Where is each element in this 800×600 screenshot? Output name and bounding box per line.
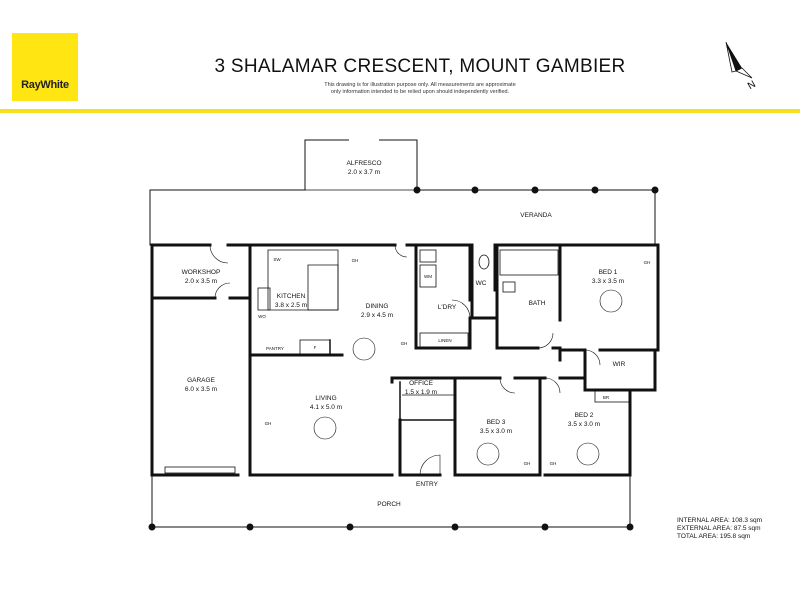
gas-heater-label: GH (550, 461, 557, 466)
gas-heater-label: GH (265, 421, 272, 426)
room-porch: PORCH (377, 501, 401, 508)
gas-heater-label: GH (524, 461, 531, 466)
room-kitchen: KITCHEN (277, 293, 306, 300)
room-bed2-dims: 3.5 x 3.0 m (568, 421, 600, 428)
room-workshop: WORKSHOP (182, 269, 221, 276)
room-bath: BATH (529, 300, 546, 307)
room-garage: GARAGE (187, 377, 215, 384)
fixture-fridge-label: F (314, 345, 317, 350)
internal-area: INTERNAL AREA: 108.3 sqm (677, 517, 763, 524)
room-living-dims: 4.1 x 5.0 m (310, 404, 342, 411)
fixture-wall-oven-label: WO (258, 314, 266, 319)
gas-heater-label: GH (401, 341, 408, 346)
room-bed1: BED 1 (599, 269, 618, 276)
room-workshop-dims: 2.0 x 3.5 m (185, 278, 217, 285)
room-garage-dims: 6.0 x 3.5 m (185, 386, 217, 393)
fixture-sink-label: SW (273, 257, 281, 262)
room-entry: ENTRY (416, 481, 439, 488)
external-area: EXTERNAL AREA: 87.5 sqm (677, 525, 761, 532)
logo-text: RayWhite (21, 79, 69, 91)
room-bed2: BED 2 (575, 412, 594, 419)
fixture-linen-label: LINEN (438, 338, 451, 343)
room-laundry: L'DRY (438, 304, 457, 311)
room-kitchen-dims: 3.8 x 2.5 m (275, 302, 307, 309)
room-bed3-dims: 3.5 x 3.0 m (480, 428, 512, 435)
gas-heater-label: GH (644, 260, 651, 265)
room-office-dims: 1.5 x 1.9 m (405, 389, 437, 396)
total-area: TOTAL AREA: 195.8 sqm (677, 533, 751, 540)
disclaimer-line-1: This drawing is for illustration purpose… (324, 82, 516, 88)
raywhite-logo: RayWhite (12, 33, 78, 101)
north-label: N (746, 79, 758, 92)
room-wc: WC (476, 280, 487, 287)
room-pantry: PANTRY (266, 346, 284, 351)
room-veranda: VERANDA (520, 212, 552, 219)
room-living: LIVING (315, 395, 336, 402)
room-wir: WIR (613, 361, 626, 368)
room-bed1-dims: 3.3 x 3.5 m (592, 278, 624, 285)
fixture-robe-label: BR (603, 395, 610, 400)
disclaimer-line-2: only information intended to be relied u… (330, 89, 510, 95)
room-dining-dims: 2.9 x 4.5 m (361, 312, 393, 319)
north-arrow-icon: N (725, 41, 758, 92)
room-dining: DINING (366, 303, 389, 310)
room-office: OFFICE (409, 380, 433, 387)
room-alfresco: ALFRESCO (346, 160, 381, 167)
gas-heater-label: GH (352, 258, 359, 263)
property-title: 3 SHALAMAR CRESCENT, MOUNT GAMBIER (214, 56, 626, 77)
area-summary: INTERNAL AREA: 108.3 sqm EXTERNAL AREA: … (677, 517, 762, 541)
room-bed3: BED 3 (487, 419, 506, 426)
room-alfresco-dims: 2.0 x 3.7 m (348, 169, 380, 176)
disclaimer: This drawing is for illustration purpose… (200, 82, 640, 96)
fixture-washer-label: WM (424, 274, 432, 279)
header-divider (0, 109, 800, 113)
